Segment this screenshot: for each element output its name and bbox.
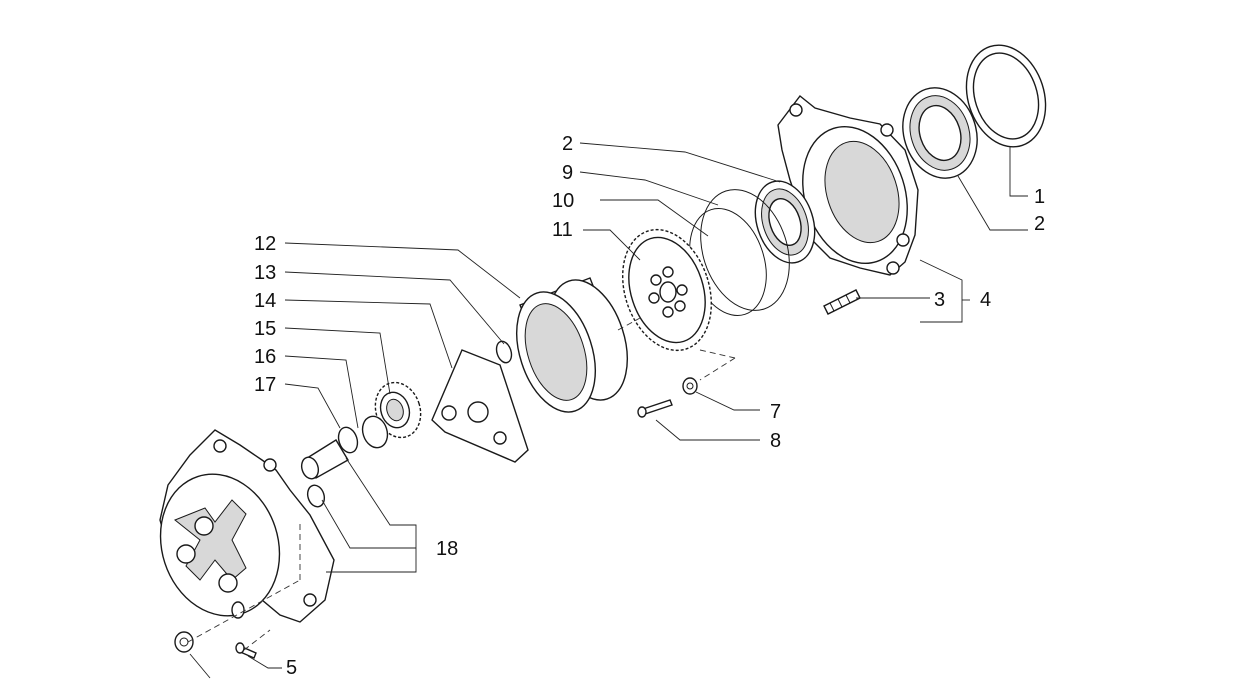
callout-2-left: 2 [562,133,573,155]
callout-9: 9 [562,162,573,184]
part-1-seal-ring [965,44,1047,148]
callout-17: 17 [254,374,276,396]
part-8-bolt [637,399,673,418]
callout-5: 5 [286,657,297,679]
part-9-snap-ring [700,189,790,311]
part-2-bearing-left [754,180,816,264]
part-15-planet-gear [361,381,422,449]
callout-4: 4 [980,289,991,311]
hub-cover [159,429,335,623]
part-14-thrust-plate [431,349,529,463]
callout-14: 14 [254,290,276,312]
part-5-screw [235,642,257,659]
callout-1: 1 [1034,186,1045,208]
callout-16: 16 [254,346,276,368]
part-12-ring-gear [516,277,628,413]
callout-8: 8 [770,430,781,452]
leader-lines [189,142,1028,679]
callout-18: 18 [436,538,458,560]
assembly-axis-lines [187,317,736,651]
callout-2-right: 2 [1034,213,1045,235]
part-18-ring [306,484,326,508]
part-7-nut [682,377,698,395]
callout-12: 12 [254,233,276,255]
callout-15: 15 [254,318,276,340]
part-13-clip [495,340,513,364]
part-16-pin [300,439,349,480]
callout-10: 10 [552,190,574,212]
callout-labels: 1 2 3 4 2 9 10 11 12 13 14 15 16 17 7 8 … [254,133,1045,679]
part-2-bearing-right [902,87,978,179]
part-11-planet-carrier [621,228,713,352]
callout-11: 11 [552,219,573,241]
callout-3: 3 [934,289,945,311]
part-17-washer [337,426,359,454]
part-3-stud [823,289,861,315]
callout-13: 13 [254,262,276,284]
part-6-plug [174,631,194,653]
callout-7: 7 [770,401,781,423]
